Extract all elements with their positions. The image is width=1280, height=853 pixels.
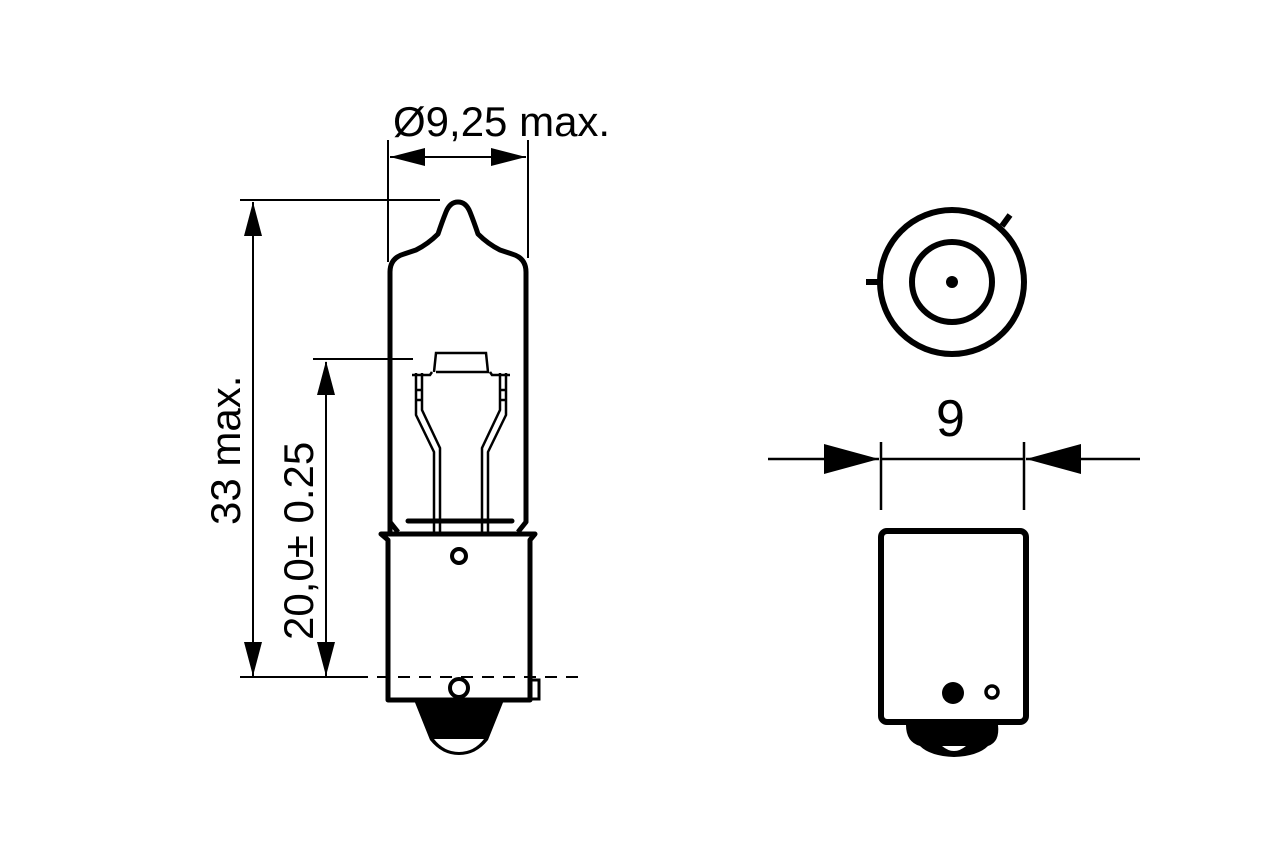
overall-length-dimension: 33 max. <box>202 199 440 676</box>
front-pin-solid <box>942 682 964 704</box>
base-width-dimension: 9 <box>768 390 1140 510</box>
light-center-dimension: 20,0± 0.25 <box>275 358 413 676</box>
side-view: Ø9,25 max. 33 max. 20,0± 0.25 <box>202 98 610 755</box>
filament-assembly <box>412 351 510 532</box>
offset-pin <box>528 678 541 701</box>
light-center-label: 20,0± 0.25 <box>275 442 322 640</box>
glass-bulb <box>387 199 529 534</box>
offset-pin-top <box>999 213 1013 228</box>
upper-pin-hole <box>450 547 468 565</box>
overall-length-label: 33 max. <box>202 376 249 525</box>
base-body <box>878 528 1029 725</box>
top-view <box>866 207 1027 357</box>
base-front-view <box>878 528 1029 757</box>
center-dot <box>946 276 958 288</box>
bulb-base <box>378 531 541 755</box>
base-width-label: 9 <box>936 390 965 448</box>
diameter-label: Ø9,25 max. <box>393 98 610 145</box>
bayonet-pin <box>448 677 470 699</box>
diameter-dimension: Ø9,25 max. <box>387 98 610 262</box>
base-contact <box>906 725 999 757</box>
inner-ring <box>909 239 995 325</box>
front-pin-hollow <box>984 684 1000 700</box>
